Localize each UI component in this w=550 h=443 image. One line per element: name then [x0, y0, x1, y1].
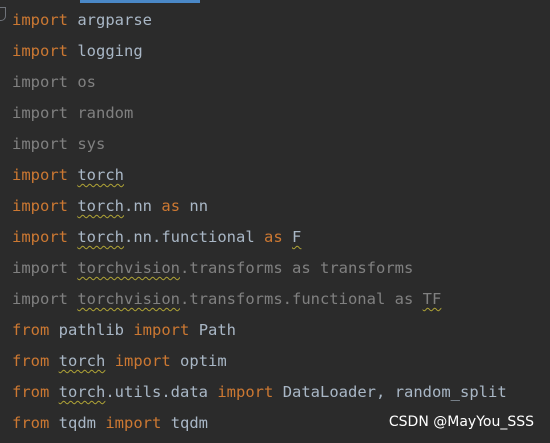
keyword: as	[161, 197, 181, 215]
keyword: import	[114, 352, 171, 370]
code-line[interactable]: import logging	[12, 36, 507, 67]
code-line[interactable]: import torch.nn.functional as F	[12, 222, 507, 253]
module-name: torch	[77, 166, 125, 184]
keyword: import	[12, 104, 68, 122]
code-line[interactable]: import sys	[12, 129, 507, 160]
code-line[interactable]: from pathlib import Path	[12, 315, 507, 346]
code-area[interactable]: import argparse import logging import os…	[12, 5, 507, 439]
module-path: .nn	[124, 197, 153, 215]
active-tab-indicator	[80, 0, 200, 3]
module-name: logging	[77, 42, 143, 60]
keyword: from	[12, 321, 50, 339]
module-name: sys	[77, 135, 106, 153]
alias-name: nn	[189, 197, 209, 215]
module-name: torch	[58, 383, 106, 401]
keyword: import	[133, 321, 190, 339]
imported-name: optim	[180, 352, 227, 370]
keyword: as	[394, 290, 414, 308]
code-line[interactable]: import os	[12, 67, 507, 98]
module-name: torch	[77, 228, 125, 246]
module-name: tqdm	[58, 414, 96, 432]
keyword: import	[12, 228, 68, 246]
keyword: import	[105, 414, 162, 432]
keyword: import	[12, 73, 68, 91]
keyword: import	[12, 166, 68, 184]
keyword: from	[12, 383, 50, 401]
watermark: CSDN @MayYou_SSS	[388, 414, 534, 430]
code-line[interactable]: import argparse	[12, 5, 507, 36]
keyword: import	[12, 290, 68, 308]
code-line[interactable]: from torch.utils.data import DataLoader,…	[12, 377, 507, 408]
keyword: as	[264, 228, 283, 246]
keyword: from	[12, 352, 50, 370]
module-path: .utils.data	[105, 383, 208, 401]
module-name: pathlib	[58, 321, 124, 339]
keyword: import	[12, 11, 68, 29]
module-name: argparse	[77, 11, 152, 29]
imported-name: random_split	[394, 383, 507, 401]
module-name: random	[77, 104, 134, 122]
module-name: torch	[77, 197, 125, 215]
keyword: import	[217, 383, 274, 401]
module-name: torchvision	[77, 259, 180, 277]
alias-name: TF	[422, 290, 442, 308]
fold-marker-icon[interactable]	[0, 7, 6, 21]
keyword: as	[292, 259, 311, 277]
module-path: .transforms.functional	[180, 290, 386, 308]
code-line[interactable]: from tqdm import tqdm	[12, 408, 507, 439]
module-name: os	[77, 73, 97, 91]
code-line[interactable]: import torch	[12, 160, 507, 191]
module-name: torchvision	[77, 290, 180, 308]
module-path: .transforms	[180, 259, 283, 277]
keyword: import	[12, 197, 68, 215]
keyword: import	[12, 259, 68, 277]
code-line[interactable]: import torchvision.transforms as transfo…	[12, 253, 507, 284]
keyword: from	[12, 414, 50, 432]
keyword: import	[12, 42, 68, 60]
imported-name: Path	[198, 321, 237, 339]
alias-name: F	[292, 228, 302, 246]
imported-name: DataLoader,	[282, 383, 386, 401]
module-name: torch	[58, 352, 106, 370]
code-line[interactable]: from torch import optim	[12, 346, 507, 377]
alias-name: transforms	[320, 259, 414, 277]
keyword: import	[12, 135, 68, 153]
code-line[interactable]: import random	[12, 98, 507, 129]
code-line[interactable]: import torchvision.transforms.functional…	[12, 284, 507, 315]
module-path: .nn.functional	[124, 228, 255, 246]
code-line[interactable]: import torch.nn as nn	[12, 191, 507, 222]
imported-name: tqdm	[170, 414, 209, 432]
